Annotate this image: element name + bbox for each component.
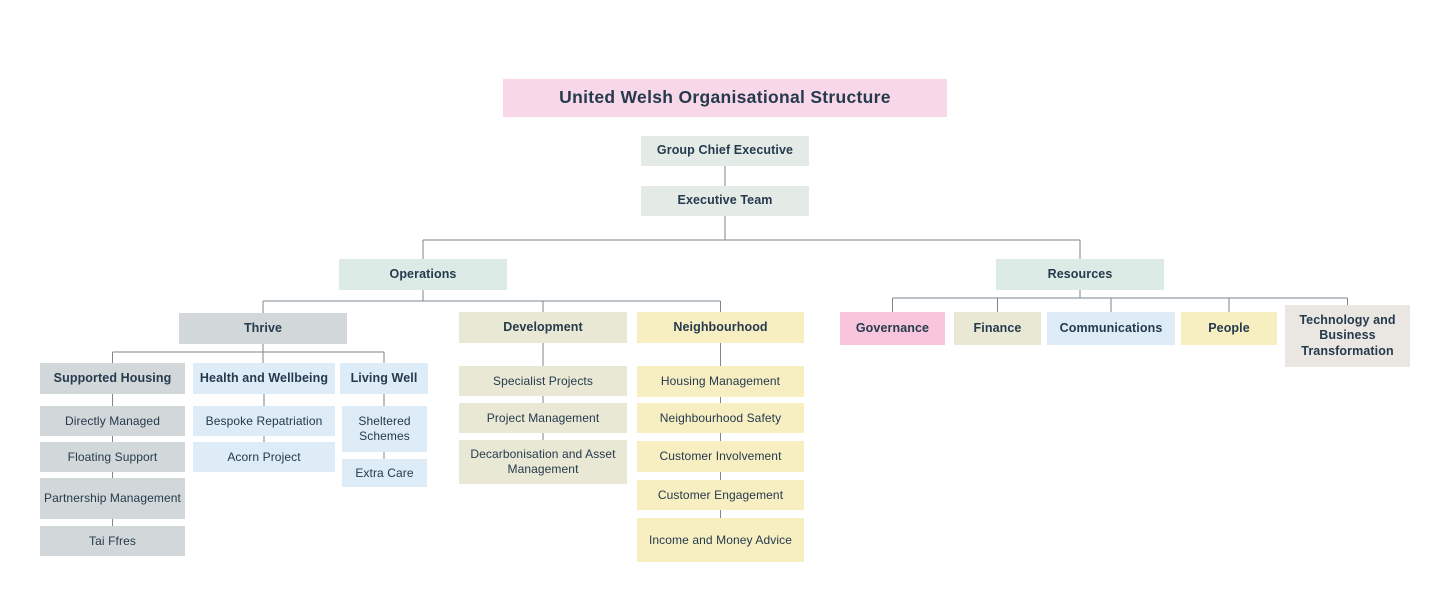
- node-communications: Communications: [1047, 312, 1175, 345]
- node-technology-and-business-transformation: Technology and Business Transformation: [1285, 305, 1410, 367]
- node-operations: Operations: [339, 259, 507, 290]
- node-finance: Finance: [954, 312, 1041, 345]
- node-living-well: Living Well: [340, 363, 428, 394]
- node-neighbourhood: Neighbourhood: [637, 312, 804, 343]
- node-partnership-management: Partnership Management: [40, 478, 185, 519]
- node-executive-team: Executive Team: [641, 186, 809, 216]
- node-people: People: [1181, 312, 1277, 345]
- node-extra-care: Extra Care: [342, 459, 427, 487]
- node-specialist-projects: Specialist Projects: [459, 366, 627, 396]
- node-income-and-money-advice: Income and Money Advice: [637, 518, 804, 562]
- node-resources: Resources: [996, 259, 1164, 290]
- node-bespoke-repatriation: Bespoke Repatriation: [193, 406, 335, 436]
- node-directly-managed: Directly Managed: [40, 406, 185, 436]
- node-thrive: Thrive: [179, 313, 347, 344]
- node-governance: Governance: [840, 312, 945, 345]
- node-decarbonisation-and-asset-management: Decarbonisation and Asset Management: [459, 440, 627, 484]
- node-tai-ffres: Tai Ffres: [40, 526, 185, 556]
- node-group-chief-executive: Group Chief Executive: [641, 136, 809, 166]
- node-project-management: Project Management: [459, 403, 627, 433]
- node-customer-engagement: Customer Engagement: [637, 480, 804, 510]
- node-sheltered-schemes: Sheltered Schemes: [342, 406, 427, 452]
- node-acorn-project: Acorn Project: [193, 442, 335, 472]
- node-development: Development: [459, 312, 627, 343]
- node-customer-involvement: Customer Involvement: [637, 441, 804, 472]
- node-supported-housing: Supported Housing: [40, 363, 185, 394]
- page-title: United Welsh Organisational Structure: [503, 79, 947, 117]
- node-housing-management: Housing Management: [637, 366, 804, 397]
- node-floating-support: Floating Support: [40, 442, 185, 472]
- node-neighbourhood-safety: Neighbourhood Safety: [637, 403, 804, 433]
- node-health-and-wellbeing: Health and Wellbeing: [193, 363, 335, 394]
